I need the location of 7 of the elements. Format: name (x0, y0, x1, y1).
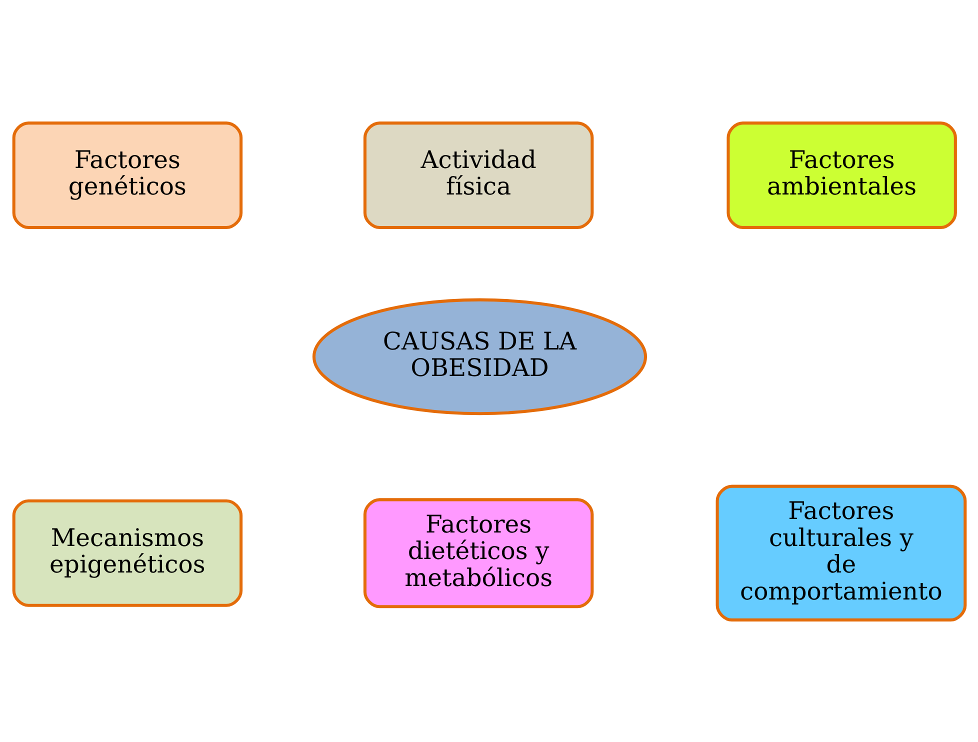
node-box: Factores genéticos (12, 121, 242, 229)
node-ellipse: CAUSAS DE LA OBESIDAD (312, 298, 647, 415)
node-box: Actividad física (362, 121, 594, 229)
node-box: Factores dietéticos y metabólicos (362, 498, 594, 608)
node-box: Mecanismos epigenéticos (12, 498, 242, 606)
node-box: Factores ambientales (726, 121, 956, 229)
node-box: Factores culturales y de comportamiento (715, 484, 966, 621)
